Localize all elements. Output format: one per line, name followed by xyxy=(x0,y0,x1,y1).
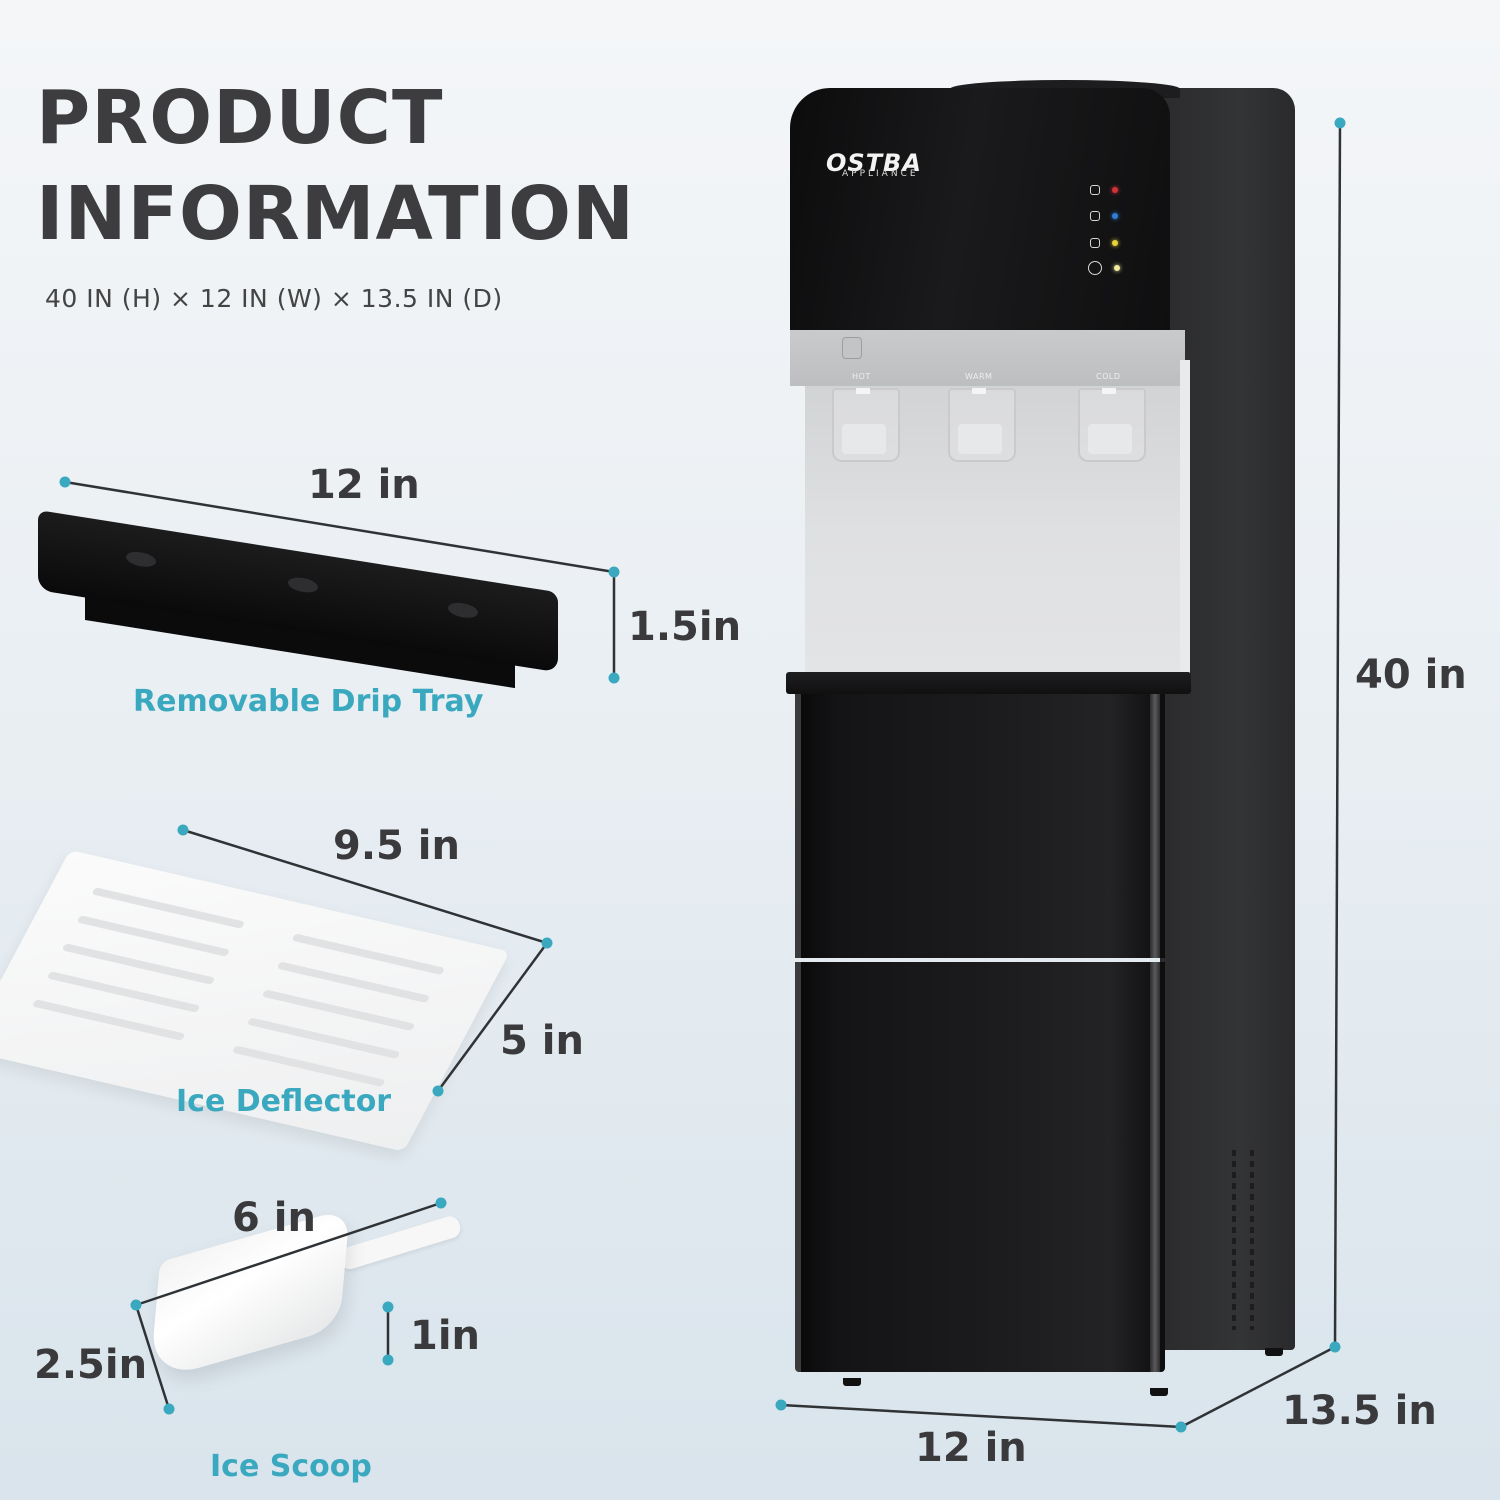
drain-hole xyxy=(288,575,318,595)
drip-tray-height-label: 1.5in xyxy=(628,604,742,650)
indicator-power xyxy=(1088,261,1128,275)
unit-depth-label: 13.5 in xyxy=(1282,1388,1437,1434)
tap-hot[interactable] xyxy=(832,388,900,462)
indicator-hot xyxy=(1090,183,1130,197)
foot xyxy=(1150,1388,1168,1396)
nozzle xyxy=(1102,388,1116,394)
tap-paddle xyxy=(958,424,1002,454)
drip-tray-name: Removable Drip Tray xyxy=(133,684,484,719)
led-blue-dot xyxy=(1112,213,1118,219)
deflector-width-label: 5 in xyxy=(500,1018,584,1064)
recess-edge xyxy=(1180,360,1190,678)
dispenser-upper-door xyxy=(795,694,1165,958)
ice-deflector-name: Ice Deflector xyxy=(176,1084,392,1119)
tap-label-warm: WARM xyxy=(965,372,993,381)
page-title: PRODUCT INFORMATION xyxy=(36,70,635,262)
led-yellow-dot xyxy=(1112,240,1118,246)
tap-label-cold: COLD xyxy=(1096,372,1121,381)
scoop-height-label: 1in xyxy=(410,1313,481,1359)
child-lock-button[interactable] xyxy=(842,337,862,359)
foot xyxy=(1265,1348,1283,1356)
slot xyxy=(231,1045,386,1088)
led-red-dot xyxy=(1112,187,1118,193)
drip-tray-length-label: 12 in xyxy=(308,462,420,508)
dispenser-lower-door xyxy=(795,962,1165,1372)
scoop-handle xyxy=(336,1213,463,1272)
tap-warm[interactable] xyxy=(948,388,1016,462)
door-edge-highlight xyxy=(1150,962,1160,1372)
side-vent xyxy=(1232,1150,1272,1330)
brand-logo: OSTBA xyxy=(826,149,922,177)
tap-paddle xyxy=(842,424,886,454)
title-line-1: PRODUCT xyxy=(36,75,444,161)
ice-icon xyxy=(1090,238,1100,248)
slot xyxy=(31,999,186,1041)
scoop-width-label: 2.5in xyxy=(34,1342,148,1388)
title-line-2: INFORMATION xyxy=(36,171,635,257)
scoop-length-label: 6 in xyxy=(232,1195,316,1241)
door-edge-highlight xyxy=(1150,694,1160,958)
ice-scoop-name: Ice Scoop xyxy=(210,1449,372,1484)
drip-tray-ledge xyxy=(786,672,1191,694)
drain-hole xyxy=(448,600,478,620)
power-icon xyxy=(1088,261,1102,275)
brand-logo-sub: APPLIANCE xyxy=(842,169,919,179)
dispenser-side-panel xyxy=(1160,88,1295,1350)
unit-height-label: 40 in xyxy=(1355,652,1467,698)
overall-dimensions: 40 IN (H) × 12 IN (W) × 13.5 IN (D) xyxy=(45,284,503,313)
tap-label-hot: HOT xyxy=(852,372,871,381)
hot-water-icon xyxy=(1090,185,1100,195)
foot xyxy=(843,1378,861,1386)
tap-cold[interactable] xyxy=(1078,388,1146,462)
unit-width-label: 12 in xyxy=(915,1425,1027,1471)
dispenser-control-head xyxy=(790,88,1170,338)
tap-paddle xyxy=(1088,424,1132,454)
indicator-ice xyxy=(1090,236,1130,250)
led-light-yellow-dot xyxy=(1114,265,1120,271)
drain-hole xyxy=(126,549,156,569)
indicator-cold xyxy=(1090,209,1130,223)
nozzle xyxy=(856,388,870,394)
deflector-length-label: 9.5 in xyxy=(333,823,460,869)
nozzle xyxy=(972,388,986,394)
cold-water-icon xyxy=(1090,211,1100,221)
